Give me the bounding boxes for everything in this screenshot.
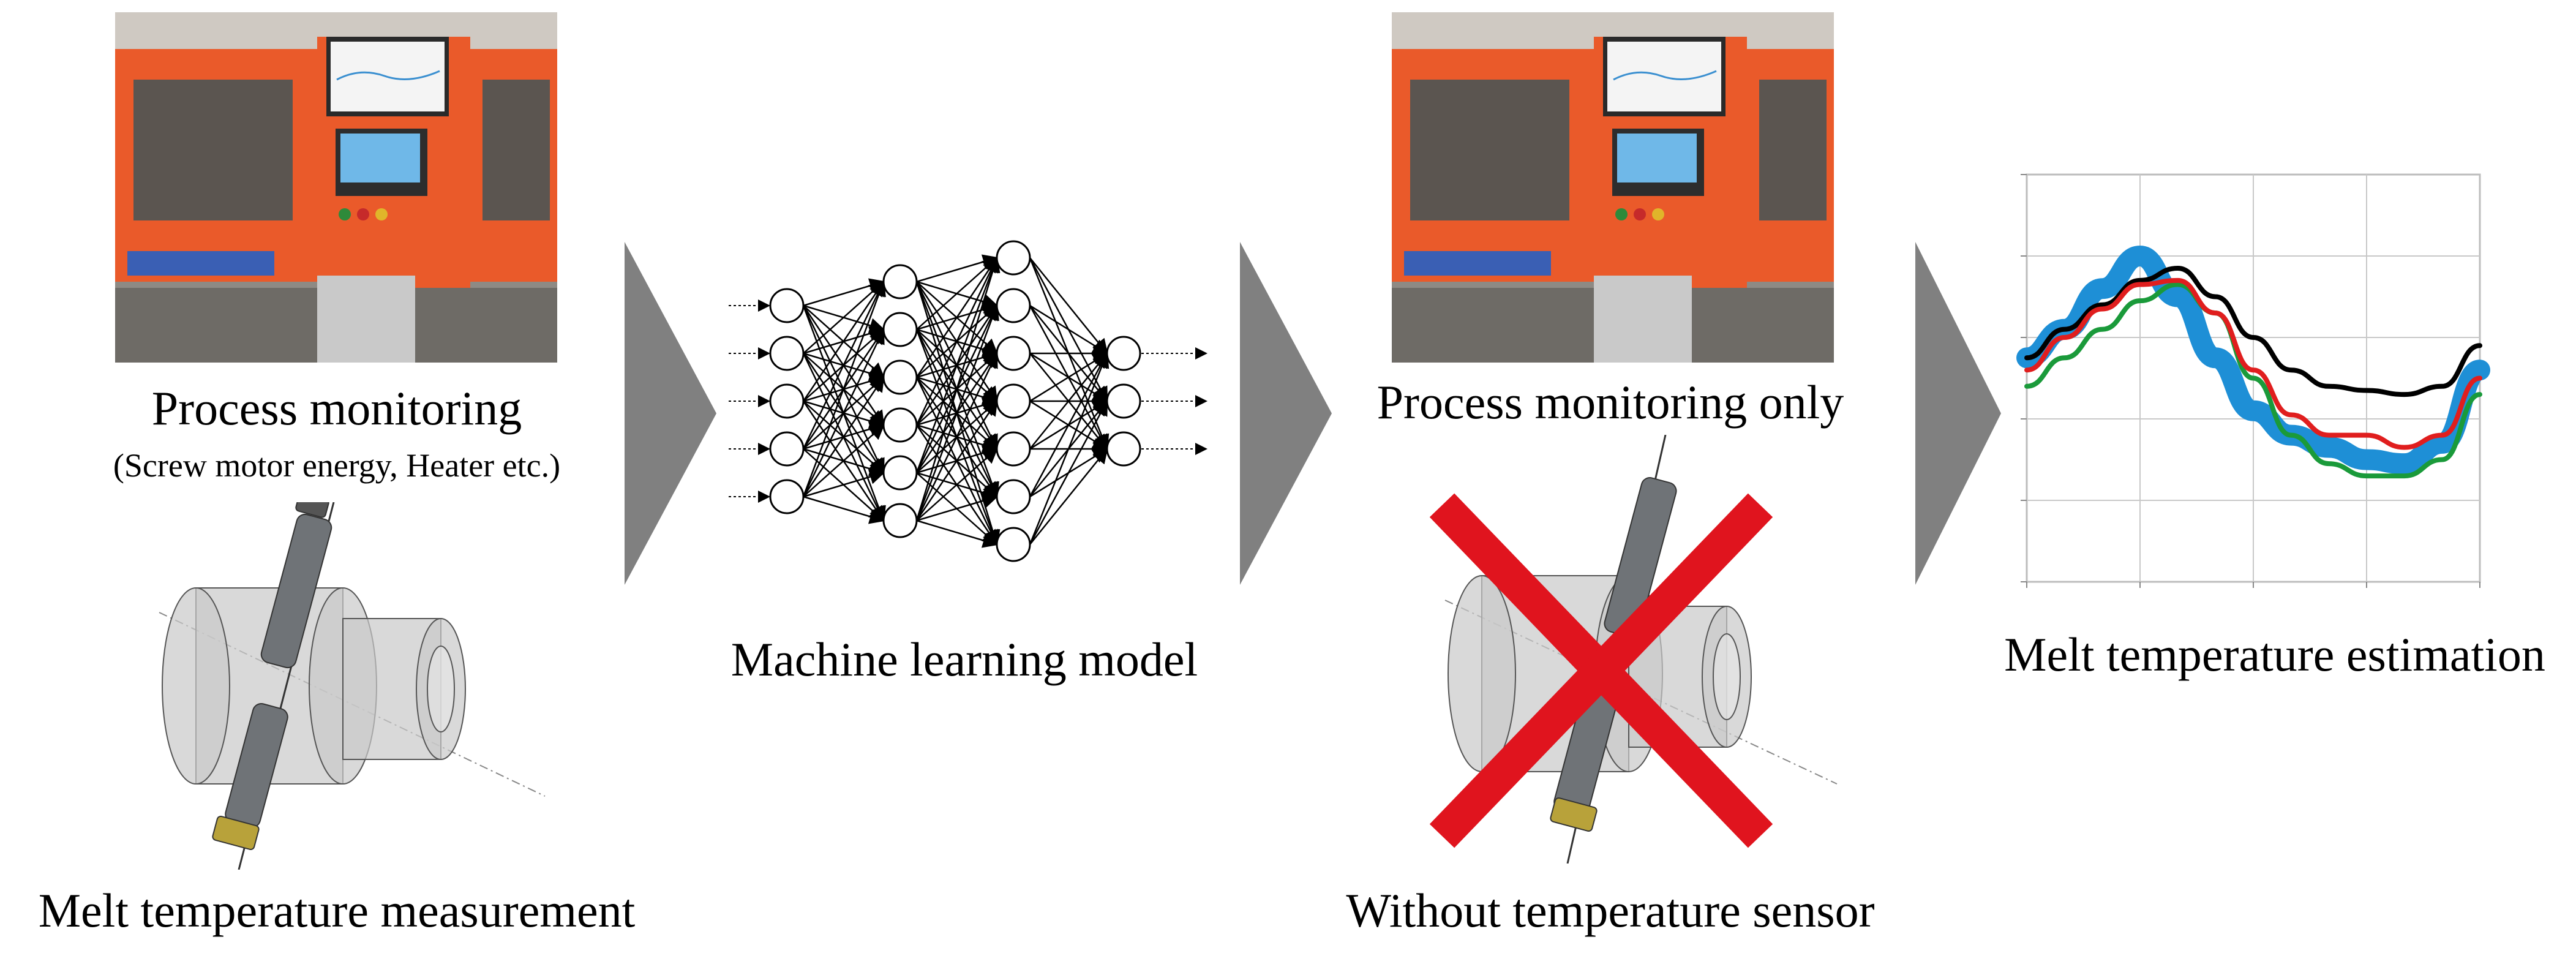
removed-sensor-illustration xyxy=(1421,434,1861,864)
nn-connection xyxy=(915,256,998,426)
injection-machine-photo-1 xyxy=(115,12,557,363)
chart-series-red xyxy=(2024,277,2482,450)
nn-neuron xyxy=(769,431,805,467)
nn-connection xyxy=(1029,448,1108,545)
nn-connection xyxy=(916,493,999,522)
without-temperature-sensor-label: Without temperature sensor xyxy=(1346,884,1875,937)
nn-connection xyxy=(916,254,999,283)
nn-connection xyxy=(915,352,998,521)
chart-series-blue xyxy=(2016,246,2490,475)
machine-learning-model-label: Machine learning model xyxy=(730,633,1198,686)
nn-neuron xyxy=(1106,431,1141,467)
nn-connection xyxy=(915,304,999,521)
red-cross-icon xyxy=(1429,493,1773,848)
process-monitoring-only-label: Process monitoring only xyxy=(1376,375,1844,429)
nn-neuron xyxy=(882,359,918,395)
nn-neuron xyxy=(882,455,918,491)
nn-neuron xyxy=(769,383,805,419)
nn-connection xyxy=(802,375,885,497)
nn-connection xyxy=(1029,352,1110,545)
nn-neuron xyxy=(882,264,918,299)
nn-neuron xyxy=(882,312,918,347)
nn-connection xyxy=(915,256,998,378)
nn-connection xyxy=(802,280,886,497)
melt-temperature-sensor-illustration xyxy=(141,492,569,870)
neural-network-diagram xyxy=(729,240,1207,562)
nn-connection xyxy=(803,278,885,307)
flow-arrow-3 xyxy=(1915,242,2001,585)
nn-connection xyxy=(1029,304,1109,355)
chart-series-black xyxy=(2024,265,2482,397)
nn-connection xyxy=(802,280,885,402)
nn-connection xyxy=(915,399,998,521)
melt-temperature-estimation-chart xyxy=(2016,173,2490,588)
nn-connection xyxy=(803,424,885,497)
nn-connection xyxy=(916,448,998,521)
nn-neuron xyxy=(882,503,918,538)
nn-connection xyxy=(802,280,885,450)
nn-connections xyxy=(802,254,1110,548)
melt-temperature-estimation-label: Melt temperature estimation xyxy=(2004,628,2545,681)
nn-neuron xyxy=(996,431,1031,467)
nn-connection xyxy=(915,256,999,473)
nn-neuron xyxy=(1106,336,1141,371)
chart-series-green xyxy=(2024,282,2482,479)
nn-connection xyxy=(915,256,1001,521)
nn-connection xyxy=(1029,399,1108,545)
nn-neuron xyxy=(769,479,805,514)
nn-neuron xyxy=(996,527,1031,562)
flow-arrow-1 xyxy=(625,242,716,585)
nn-connection xyxy=(916,519,999,548)
nn-neuron xyxy=(769,288,805,323)
nn-connection xyxy=(803,495,885,524)
nn-neuron xyxy=(996,336,1031,371)
nn-neuron xyxy=(996,240,1031,276)
nn-neuron xyxy=(996,288,1031,323)
nn-neuron xyxy=(882,407,918,443)
nn-connection xyxy=(1029,352,1108,497)
injection-machine-photo-2 xyxy=(1392,12,1834,363)
nn-connection xyxy=(1029,352,1108,450)
nn-connection xyxy=(1029,257,1108,355)
process-monitoring-title: Process monitoring xyxy=(151,382,522,435)
nn-connection xyxy=(803,469,885,498)
nn-connection xyxy=(802,328,885,497)
flow-arrow-2 xyxy=(1240,242,1332,585)
nn-neuron xyxy=(996,479,1031,514)
melt-temperature-measurement-label: Melt temperature measurement xyxy=(38,884,636,937)
nn-neuron xyxy=(996,383,1031,419)
nn-neuron xyxy=(1106,383,1141,419)
process-monitoring-subtitle: (Screw motor energy, Heater etc.) xyxy=(113,447,561,484)
nn-neuron xyxy=(769,336,805,371)
